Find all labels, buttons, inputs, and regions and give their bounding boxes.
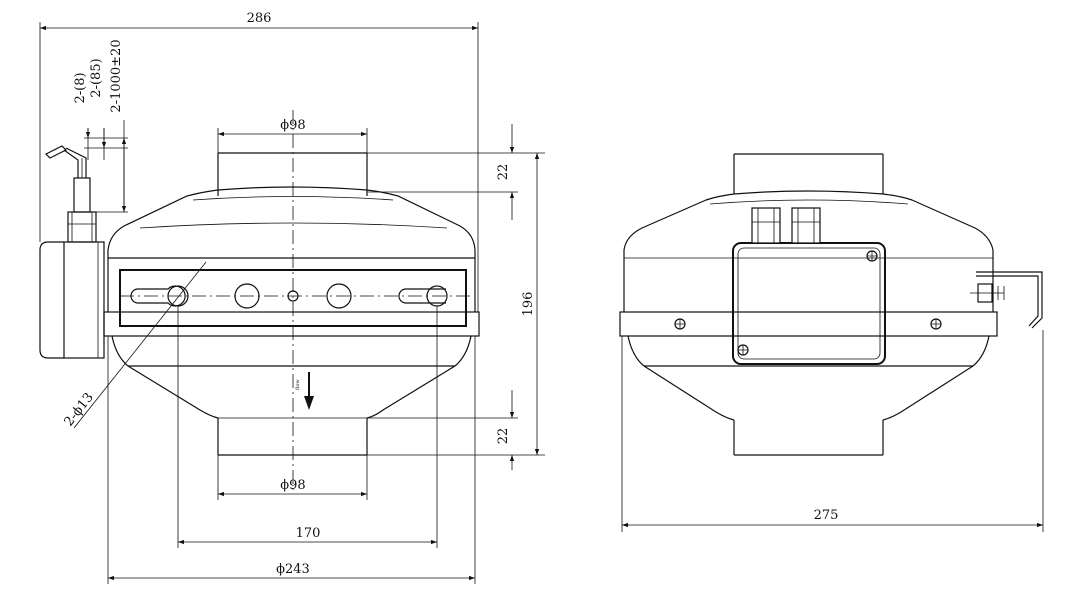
flow-direction-label: flow [295, 379, 301, 390]
screw-icon [674, 318, 686, 330]
dim-overall-width: 286 [247, 11, 272, 26]
front-view: flow [39, 110, 480, 490]
side-view [619, 153, 1043, 456]
dim-cable-3: 2-1000±20 [109, 39, 124, 112]
side-dimensions: 275 [621, 330, 1044, 532]
screw-icon [930, 318, 942, 330]
front-dimensions: 286 ϕ98 ϕ98 170 ϕ243 22 196 [39, 11, 545, 584]
dim-cable-1: 2-(8) [73, 72, 88, 103]
dim-side-width: 275 [814, 508, 839, 523]
dim-total-height: 196 [521, 292, 536, 317]
dim-top-collar: 22 [496, 164, 511, 181]
dim-bottom-collar: 22 [496, 428, 511, 445]
screw-icon [737, 344, 749, 356]
screw-icon [866, 250, 878, 262]
dim-top-outlet: ϕ98 [280, 118, 305, 133]
dim-body-dia: ϕ243 [276, 562, 310, 577]
dim-hole-spacing: 170 [296, 526, 321, 541]
dim-bottom-outlet: ϕ98 [280, 478, 305, 493]
dim-cable-2: 2-(85) [89, 58, 104, 97]
dim-mount-holes: 2-ϕ13 [62, 390, 97, 429]
